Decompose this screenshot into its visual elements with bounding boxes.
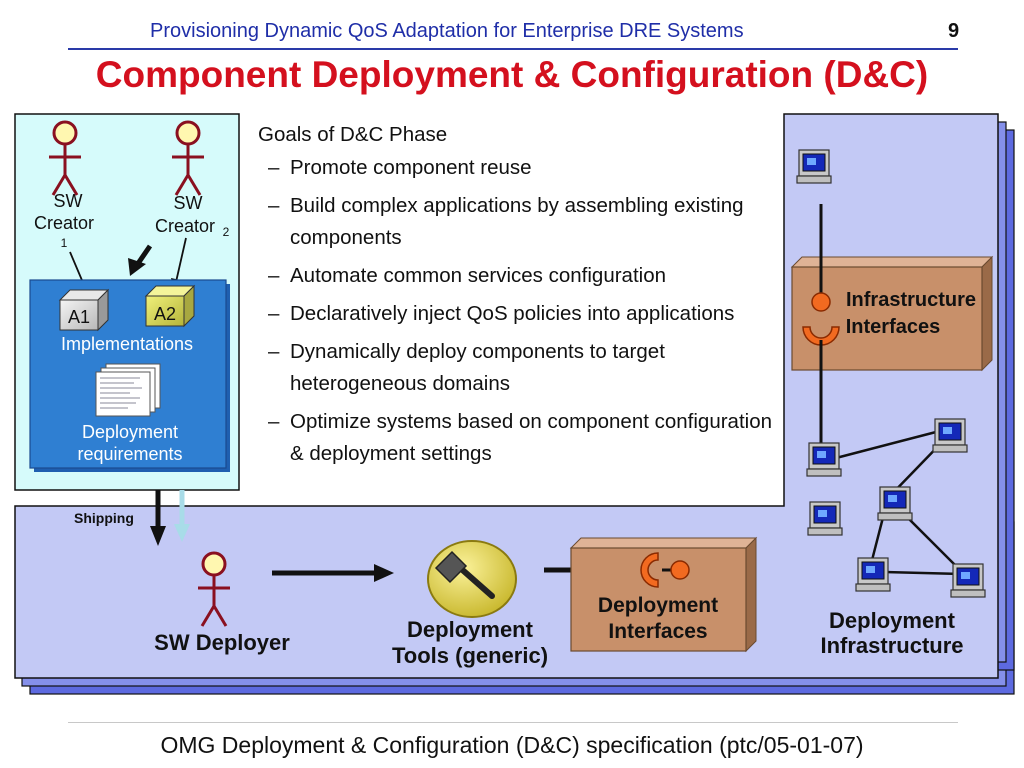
- page-number: 9: [948, 20, 960, 42]
- header-rule: [68, 48, 958, 50]
- computer-icon: [932, 418, 968, 453]
- deployment-port: [670, 560, 690, 580]
- goals-list: –Promote component reuse –Build complex …: [258, 152, 778, 470]
- a1-label: A1: [68, 307, 90, 327]
- creator1-line2: Creator: [34, 213, 94, 233]
- slide-title: Component Deployment & Configuration (D&…: [95, 54, 929, 95]
- goal-text: Build complex applications by assembling…: [290, 194, 744, 249]
- infrastructure-socket: [802, 326, 840, 346]
- creator2-line1: SW: [174, 193, 203, 213]
- computer-icon-top: [796, 149, 832, 184]
- footer-citation: OMG Deployment & Configuration (D&C) spe…: [160, 732, 864, 758]
- goal-item: –Dynamically deploy components to target…: [268, 340, 665, 395]
- infrastructure-interfaces-line2: Interfaces: [846, 316, 941, 338]
- goal-item: –Declaratively inject QoS policies into …: [268, 302, 735, 325]
- footer-rule: [68, 722, 958, 723]
- computer-icon: [806, 442, 842, 477]
- goals-heading: Goals of D&C Phase: [258, 123, 448, 146]
- deployment-panel: [14, 113, 999, 679]
- deployment-socket: [640, 552, 659, 588]
- goals-section: Goals of D&C Phase –Promote component re…: [258, 120, 778, 476]
- creator2-line2: Creator: [155, 216, 215, 236]
- deployer-label: SW Deployer: [154, 630, 290, 655]
- hammer-icon: [434, 550, 495, 599]
- goal-item: –Automate common services configuration: [268, 264, 667, 287]
- a2-box: [145, 295, 185, 327]
- creator2-sub: 2: [223, 225, 230, 239]
- computer-icon: [807, 501, 843, 536]
- goal-text: Promote component reuse: [290, 156, 532, 179]
- goal-item: –Promote component reuse: [268, 156, 532, 179]
- goal-text: Dynamically deploy components to target …: [290, 340, 665, 395]
- a1-box: [59, 299, 99, 331]
- infrastructure-interfaces-box: [791, 266, 983, 371]
- infrastructure-port: [811, 292, 831, 312]
- deployment-interfaces-line1: Deployment: [598, 594, 718, 617]
- infrastructure-interfaces-line1: Infrastructure: [846, 289, 976, 311]
- creator1-line1: SW: [54, 191, 83, 211]
- goal-text: Automate common services configuration: [290, 264, 667, 287]
- requirements-line2: requirements: [77, 444, 182, 464]
- tools-line1: Deployment: [407, 617, 534, 642]
- goal-item: –Optimize systems based on component con…: [268, 410, 773, 465]
- requirements-line1: Deployment: [82, 422, 178, 442]
- computer-icon: [950, 563, 986, 598]
- header-title: Provisioning Dynamic QoS Adaptation for …: [150, 20, 744, 42]
- shipping-label: Shipping: [74, 510, 134, 526]
- deployment-infrastructure-line2: Infrastructure: [820, 633, 963, 658]
- deployment-interfaces-line2: Interfaces: [608, 620, 707, 643]
- a2-label: A2: [154, 304, 176, 324]
- goal-text: Declaratively inject QoS policies into a…: [290, 302, 735, 325]
- deployment-infrastructure-line1: Deployment: [829, 608, 956, 633]
- deployment-interfaces-box: [570, 547, 747, 652]
- creator2-arrow: [175, 237, 187, 283]
- computer-icon: [877, 486, 913, 521]
- tools-line2: Tools (generic): [392, 643, 548, 668]
- goal-text: Optimize systems based on component conf…: [290, 410, 773, 465]
- creator1-sub: 1: [61, 236, 68, 250]
- computer-icon: [855, 557, 891, 592]
- goal-item: –Build complex applications by assemblin…: [268, 194, 744, 249]
- implementations-label: Implementations: [61, 334, 193, 354]
- document-icon: [95, 371, 151, 417]
